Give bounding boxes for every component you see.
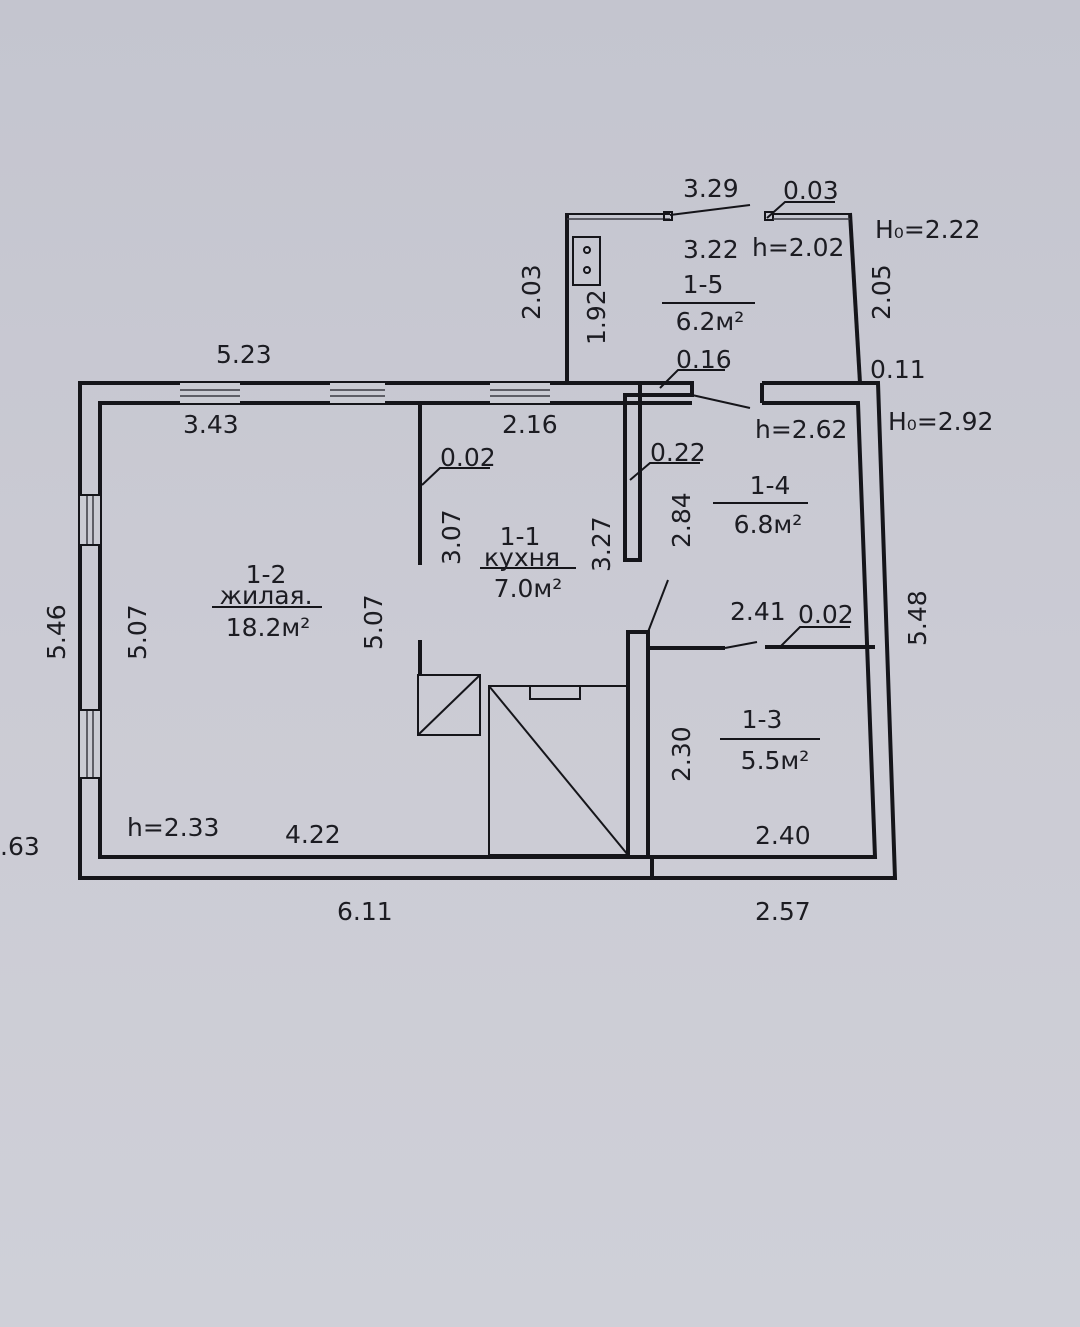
- room-area-1-1: 7.0м²: [494, 574, 563, 603]
- dim: 1.92: [582, 289, 611, 345]
- dim: h=2.62: [755, 415, 847, 444]
- dim: 5.07: [123, 604, 152, 660]
- room-id-1-4: 1-4: [750, 471, 791, 500]
- room-area-1-3: 5.5м²: [741, 746, 810, 775]
- dim: 3.43: [183, 410, 239, 439]
- dim: 0.02: [798, 600, 854, 629]
- room-name-1-1: кухня: [484, 543, 560, 572]
- dim: h=2.02: [752, 233, 844, 262]
- dim: 2.84: [667, 492, 696, 548]
- room-area-1-4: 6.8м²: [734, 510, 803, 539]
- room-name-1-2: жилая.: [219, 581, 312, 610]
- room-id-1-1: 1-1: [500, 522, 541, 551]
- dim: 2.03: [517, 264, 546, 320]
- dimension-labels: 3.29 0.03 3.22 h=2.02 H₀=2.22 5.23 0.16 …: [0, 174, 993, 926]
- dim: 2.41: [730, 597, 786, 626]
- dim: H₀=2.92: [888, 407, 993, 436]
- interior-walls: [417, 393, 875, 878]
- stove-icon: [572, 236, 601, 286]
- dim: 5.46: [42, 604, 71, 660]
- dim: 2.57: [755, 897, 811, 926]
- windows-top: [180, 383, 550, 403]
- dim: 2.30: [667, 726, 696, 782]
- dim: 3.22: [683, 235, 739, 264]
- dim: .63: [0, 832, 40, 861]
- dim: 2.40: [755, 821, 811, 850]
- dim: 0.11: [870, 355, 926, 384]
- dim: 0.03: [783, 176, 839, 205]
- room-id-1-2: 1-2: [246, 560, 287, 589]
- room-area-1-2: 18.2м²: [226, 613, 311, 642]
- leader-lines: [212, 201, 850, 740]
- dim: 0.16: [676, 345, 732, 374]
- dim: 5.07: [359, 594, 388, 650]
- dim: 2.05: [867, 264, 896, 320]
- chimney-box: [417, 674, 481, 736]
- dim: 3.07: [437, 509, 466, 565]
- dim: 5.48: [903, 590, 932, 646]
- dim: 3.29: [683, 174, 739, 203]
- dim: H₀=2.22: [875, 215, 980, 244]
- dim: 0.22: [650, 438, 706, 467]
- dim: 5.23: [216, 340, 272, 369]
- room-area-1-5: 6.2м²: [676, 307, 745, 336]
- room-id-1-5: 1-5: [683, 270, 724, 299]
- dim: 2.16: [502, 410, 558, 439]
- dim: 3.27: [587, 516, 616, 572]
- dim: 0.02: [440, 443, 496, 472]
- dim: 6.11: [337, 897, 393, 926]
- dim: h=2.33: [127, 813, 219, 842]
- room-id-1-3: 1-3: [742, 705, 783, 734]
- dim: 4.22: [285, 820, 341, 849]
- windows-left: [80, 494, 100, 779]
